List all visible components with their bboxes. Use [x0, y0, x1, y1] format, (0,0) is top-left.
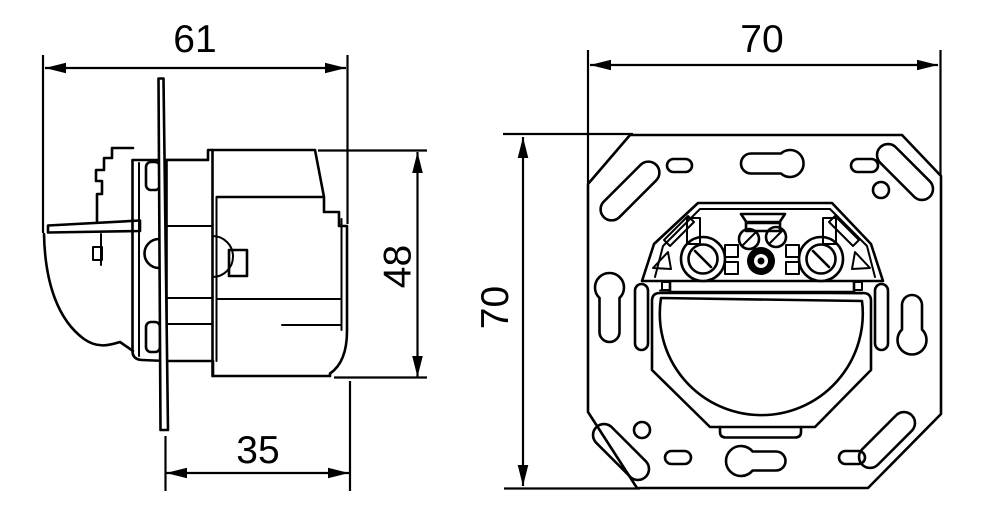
visor-brim	[46, 219, 142, 234]
dimension-width: 70	[586, 18, 942, 183]
corner-slot-top-right	[875, 142, 935, 202]
hole-top-right	[871, 180, 891, 200]
keyhole-right	[896, 293, 928, 356]
keyhole-bottom	[724, 444, 787, 478]
fixing-screw-right-slot	[811, 249, 831, 269]
corner-slot-bottom-right	[857, 410, 917, 470]
terminal-window	[785, 244, 800, 258]
mini-slot-top-left	[665, 157, 694, 174]
mini-slot-bottom-right	[837, 449, 867, 466]
arrowhead-down	[412, 356, 423, 377]
dimension-label-depth-body: 35	[236, 429, 279, 472]
arrowhead-right	[325, 62, 346, 74]
arrowhead-up	[517, 137, 529, 158]
arrowhead-up	[412, 152, 423, 173]
clamp-screw-right	[764, 225, 788, 249]
terminal-window	[785, 261, 800, 275]
claw-slot-left	[633, 282, 650, 352]
keyhole-left	[593, 271, 626, 344]
fixing-screw-right-inner	[805, 243, 837, 275]
mounting-plate-side	[157, 77, 170, 432]
arrowhead-right	[917, 59, 938, 71]
corner-cutout-right	[851, 251, 871, 270]
clamp-screw-left	[737, 227, 761, 251]
corner-cutout-left	[652, 251, 672, 270]
front-view	[586, 133, 943, 490]
dimension-height-front: 70	[474, 132, 640, 490]
claw-bottom	[144, 320, 162, 354]
screw-head-bump	[143, 237, 161, 270]
arrowhead-left	[590, 59, 611, 71]
insert-bottom-tab	[718, 425, 803, 439]
corner-slot-bottom-left	[591, 422, 651, 482]
dimension-depth-body: 35	[164, 381, 352, 491]
body-window	[227, 248, 249, 278]
shoulder-cutout-left	[663, 215, 695, 247]
dimension-label-height-front: 70	[474, 286, 517, 329]
dimension-depth-total: 61	[41, 18, 349, 233]
terminal-housing-inner	[654, 208, 876, 278]
corner-slot-top-left	[599, 160, 661, 222]
housing-slot-right	[822, 217, 837, 245]
claw-slot-right	[873, 282, 890, 352]
hole-bottom-left	[632, 420, 652, 440]
stepped-latch	[94, 146, 135, 223]
arrowhead-right	[328, 467, 349, 479]
center-grommet-dot	[757, 257, 765, 265]
housing-slot-left	[686, 217, 701, 245]
fixing-screw-left-inner	[687, 243, 719, 275]
mini-slot-top-right	[849, 157, 880, 174]
lens-latch-notch	[92, 246, 103, 261]
sensor-bowl	[658, 296, 865, 417]
mini-slot-bottom-left	[663, 449, 693, 466]
cover-frame-front	[131, 158, 168, 363]
dimension-label-depth-total: 61	[173, 18, 216, 61]
arrowhead-left	[166, 467, 187, 479]
dimension-height: 48	[318, 149, 427, 379]
dimension-label-height: 48	[377, 245, 420, 288]
sensor-dome	[42, 232, 135, 353]
arrowhead-down	[517, 465, 529, 486]
terminal-window	[724, 244, 739, 258]
clamp-screw-left-slot	[742, 232, 756, 246]
device-body	[165, 148, 349, 378]
clamp-screw-right-slot	[769, 230, 783, 244]
terminal-window	[724, 261, 739, 275]
fixing-screw-left-slot	[693, 249, 713, 269]
arrowhead-left	[45, 62, 66, 74]
keyhole-top	[739, 148, 805, 179]
dimension-label-width: 70	[740, 18, 783, 61]
side-view	[42, 77, 349, 432]
screw-dome-bump	[211, 235, 234, 278]
shoulder-cutout-right	[828, 215, 860, 247]
